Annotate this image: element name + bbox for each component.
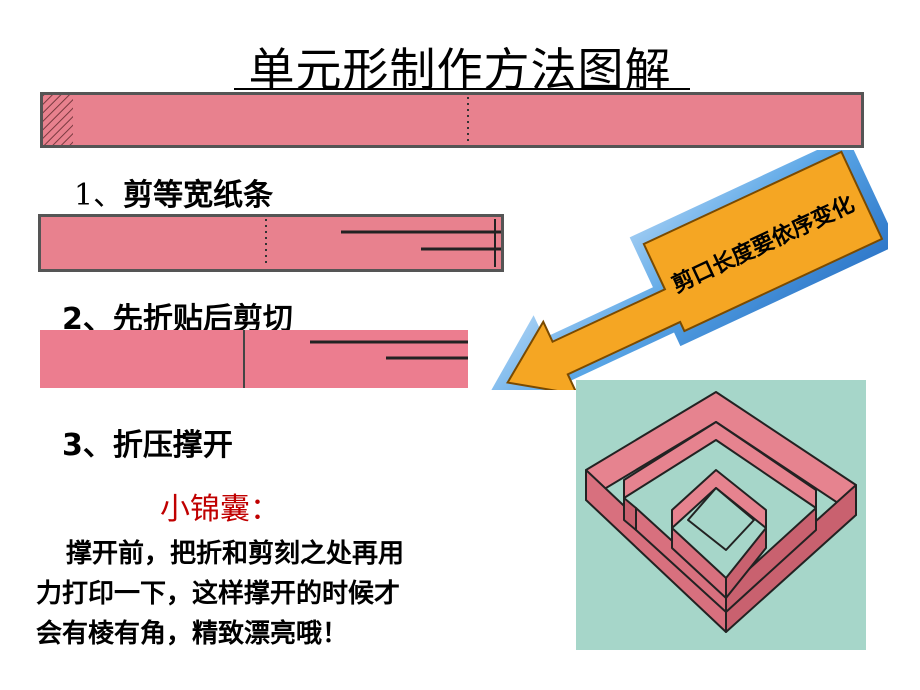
step-1-label: 1、剪等宽纸条 (74, 170, 273, 214)
paper-strip-full (40, 92, 864, 148)
page-title: 单元形制作方法图解 (248, 43, 672, 97)
step-3-label: 3、折压撑开 (62, 420, 233, 464)
unit-illustration (576, 380, 866, 650)
strip-full-marks (43, 95, 469, 145)
level-1-right (725, 507, 817, 613)
arrow-shape (506, 150, 884, 390)
glue-area-hatch (43, 95, 73, 145)
strip-cut-marks (265, 219, 501, 267)
step-3-number: 3、 (62, 428, 113, 463)
tip-line-1: 撑开前，把折和剪刻之处再用 (66, 539, 405, 569)
level-1-rim (623, 421, 817, 509)
step-1-number: 1、 (74, 178, 124, 213)
paper-strip-cut (38, 214, 504, 272)
tip-body: 撑开前，把折和剪刻之处再用 力打印一下，这样撑开的时候才 会有棱有角，精致漂亮哦… (36, 534, 556, 654)
arrow-callout: 剪口长度要依序变化 (491, 150, 888, 390)
level-2-right (725, 527, 767, 599)
title-underline (234, 88, 690, 90)
tip-title: 小锦囊： (160, 492, 280, 527)
center-opening (687, 487, 755, 551)
step-1-text: 剪等宽纸条 (123, 178, 274, 213)
tip-line-3: 会有棱有角，精致漂亮哦！ (36, 619, 349, 649)
tip-line-2: 力打印一下，这样撑开的时候才 (36, 579, 401, 609)
step-3-text: 折压撑开 (112, 428, 233, 463)
strip-folded-marks (243, 330, 468, 388)
paper-strip-folded (40, 330, 468, 388)
unit-drawing (585, 391, 857, 633)
